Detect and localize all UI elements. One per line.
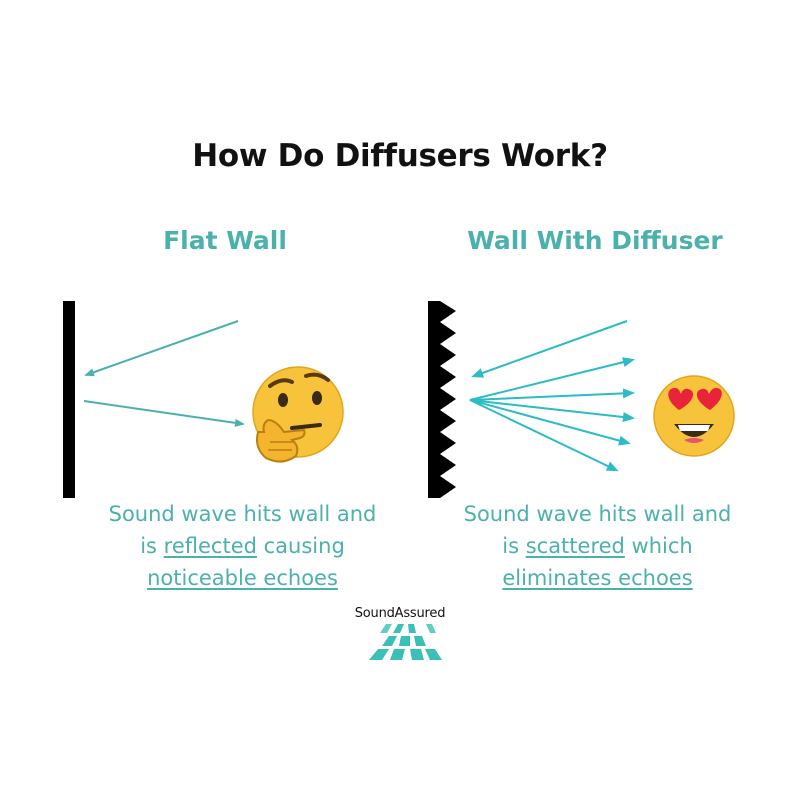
diffuser-wall-caption: Sound wave hits wall and is scattered wh… <box>440 498 755 594</box>
reflected-wave-arrow <box>83 400 245 427</box>
soundassured-logo-icon <box>369 624 442 660</box>
thinking-face-icon <box>252 366 344 463</box>
flat-wall-heading: Flat Wall <box>163 226 287 255</box>
scattered-link: scattered <box>525 534 625 558</box>
flat-wall <box>63 301 75 498</box>
noticeable-echoes-link: noticeable echoes <box>147 566 338 590</box>
scattered-wave-arrows <box>469 357 635 472</box>
caption-text: is <box>502 534 526 558</box>
incoming-wave-arrow <box>84 320 239 377</box>
caption-line: eliminates echoes <box>440 562 755 594</box>
incoming-wave-arrow <box>471 320 628 378</box>
caption-line: Sound wave hits wall and <box>463 502 732 526</box>
caption-text: which <box>624 534 693 558</box>
reflected-link: reflected <box>163 534 257 558</box>
page-title: How Do Diffusers Work? <box>192 138 608 174</box>
caption-line: Sound wave hits wall and <box>108 502 377 526</box>
diffuser-wall <box>428 301 456 498</box>
flat-wall-caption: Sound wave hits wall and is reflected ca… <box>85 498 400 594</box>
caption-text: is <box>140 534 164 558</box>
caption-line: noticeable echoes <box>85 562 400 594</box>
caption-line: is reflected causing <box>85 530 400 562</box>
caption-text: causing <box>256 534 345 558</box>
soundassured-logo-text: SoundAssured <box>354 606 446 621</box>
heart-eyes-face-icon <box>653 375 735 457</box>
diffuser-wall-heading: Wall With Diffuser <box>467 226 723 255</box>
caption-line: is scattered which <box>440 530 755 562</box>
eliminates-echoes-link: eliminates echoes <box>502 566 693 590</box>
